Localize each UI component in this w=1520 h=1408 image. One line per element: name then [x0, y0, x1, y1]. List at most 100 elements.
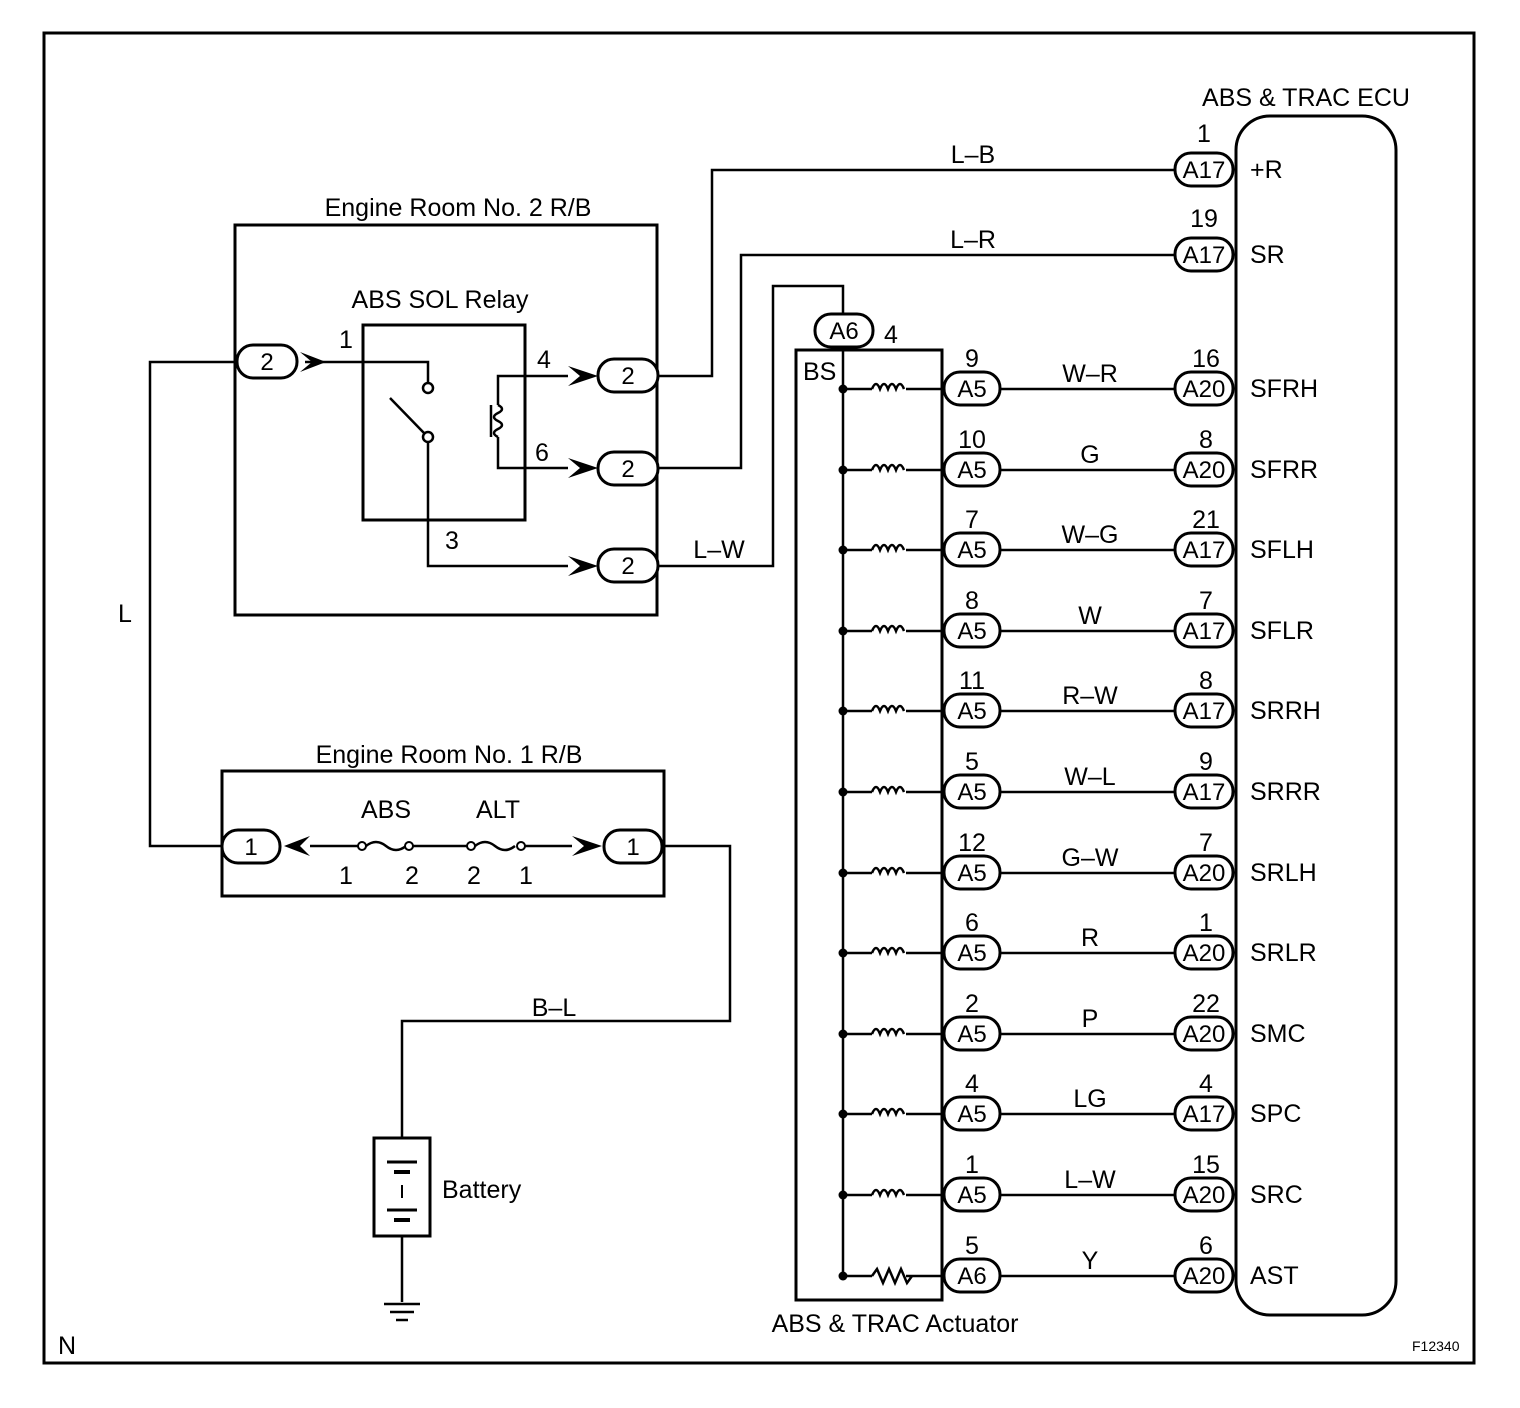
- wire-color-label: Y: [1082, 1247, 1099, 1275]
- relay-pin-4: 4: [537, 346, 551, 374]
- wire-color-label: W–R: [1062, 360, 1118, 388]
- ecu-connector-label: A20: [1183, 1263, 1226, 1290]
- svg-text:A17: A17: [1183, 157, 1226, 184]
- ecu-terminal-label: SFRH: [1250, 375, 1318, 403]
- chevron-left-icon: [284, 836, 310, 856]
- ecu-terminal-label: SMC: [1250, 1020, 1306, 1048]
- wire-color-label: LG: [1073, 1085, 1106, 1113]
- ecu-connector: [1173, 1095, 1235, 1132]
- ecu-connector-label: A20: [1183, 1021, 1226, 1048]
- wire-label-b-l: B–L: [532, 994, 577, 1022]
- wire-color-label: G: [1080, 441, 1099, 469]
- ecu-connector-label: A20: [1183, 860, 1226, 887]
- abs-trac-actuator: ABS & TRAC Actuator A6 4 BS A59W–RA2016S…: [772, 312, 1321, 1338]
- solenoid-coil-icon: [870, 946, 906, 957]
- ecu-terminal-label: AST: [1250, 1262, 1299, 1290]
- ecu-terminal-label: SFLH: [1250, 536, 1314, 564]
- svg-text:1: 1: [626, 834, 639, 861]
- actuator-pin: 9: [965, 345, 979, 373]
- ecu-connector: [1173, 612, 1235, 649]
- fuse-alt-pin-2: 2: [467, 862, 481, 890]
- actuator-circuits: A59W–RA2016SFRHA510GA208SFRRA57W–GA1721S…: [838, 345, 1321, 1294]
- ecu-connector: [1173, 451, 1235, 488]
- actuator-pin: 5: [965, 1232, 979, 1260]
- solenoid-coil-icon: [870, 382, 906, 393]
- actuator-pin: 4: [965, 1070, 979, 1098]
- ecu-pin: 8: [1199, 426, 1213, 454]
- svg-text:1: 1: [244, 834, 257, 861]
- ecu-box: [1234, 114, 1398, 1317]
- battery-label: Battery: [442, 1176, 522, 1204]
- ecu-terminal-label: SRRR: [1250, 778, 1321, 806]
- diagram-frame: [42, 31, 1476, 1365]
- abs-sol-relay-box: [361, 323, 527, 522]
- actuator-pin: 7: [965, 506, 979, 534]
- svg-text:2: 2: [621, 363, 634, 390]
- fuse-alt-label: ALT: [476, 796, 520, 824]
- svg-text:2: 2: [260, 349, 273, 376]
- wire-label-l: L: [118, 600, 132, 628]
- resistor-icon: [870, 1265, 914, 1287]
- actuator-pin: 12: [958, 829, 986, 857]
- actuator-pin: 1: [965, 1151, 979, 1179]
- ecu-connector: [1173, 692, 1235, 729]
- actuator-connector-label: A5: [957, 779, 986, 806]
- actuator-pin: 11: [959, 667, 985, 695]
- ecu-terminal-sr: SR: [1250, 241, 1285, 269]
- engine-room-1-label: Engine Room No. 1 R/B: [316, 741, 583, 769]
- ecu-pin: 9: [1199, 748, 1213, 776]
- ground-icon: [384, 1302, 420, 1322]
- solenoid-coil-icon: [870, 785, 906, 796]
- ecu-connector-label: A20: [1183, 376, 1226, 403]
- engine-room-1-box: [220, 769, 666, 898]
- actuator-connector-label: A5: [957, 1182, 986, 1209]
- corner-label-n: N: [58, 1332, 76, 1360]
- engine-room-2-rb: Engine Room No. 2 R/B ABS SOL Relay 1 4 …: [233, 194, 660, 617]
- chevron-right-icon: [568, 458, 598, 478]
- ecu-connector-plus-r: [1173, 151, 1235, 188]
- actuator-bs-pin: 4: [884, 321, 898, 349]
- ecu-connector: [1173, 934, 1235, 971]
- fuse-right-connector: [602, 828, 664, 865]
- ecu-pin: 6: [1199, 1232, 1213, 1260]
- ecu-pin: 21: [1192, 506, 1220, 534]
- actuator-pin: 6: [965, 909, 979, 937]
- actuator-bs-label: BS: [803, 358, 836, 386]
- ecu-connector-sr: [1173, 236, 1235, 273]
- wire-color-label: R–W: [1062, 682, 1118, 710]
- solenoid-coil-icon: [870, 1107, 906, 1118]
- actuator-connector-label: A5: [957, 457, 986, 484]
- wire-color-label: L–W: [1064, 1166, 1116, 1194]
- solenoid-coil-icon: [870, 624, 906, 635]
- ecu-connector-label: A20: [1183, 457, 1226, 484]
- ecu-connector: [1173, 854, 1235, 891]
- wire-color-label: P: [1082, 1005, 1099, 1033]
- relay-pin-1: 1: [339, 326, 353, 354]
- actuator-connector-label: A5: [957, 618, 986, 645]
- ecu-pin: 4: [1199, 1070, 1213, 1098]
- wire-label-l-b: L–B: [951, 141, 995, 169]
- ecu-label: ABS & TRAC ECU: [1202, 84, 1410, 112]
- ecu-terminal-label: SPC: [1250, 1100, 1301, 1128]
- engine-room-2-label: Engine Room No. 2 R/B: [325, 194, 592, 222]
- svg-text:2: 2: [621, 456, 634, 483]
- ecu-terminal-plus-r: +R: [1250, 156, 1283, 184]
- wire-label-l-r: L–R: [950, 226, 996, 254]
- ecu-connector-label: A20: [1183, 1182, 1226, 1209]
- actuator-connector-label: A6: [957, 1263, 986, 1290]
- svg-text:A6: A6: [829, 318, 858, 345]
- ecu-connector: [1173, 370, 1235, 407]
- fuse-alt-pin-1: 1: [519, 862, 533, 890]
- actuator-pin: 5: [965, 748, 979, 776]
- ecu-connector: [1173, 773, 1235, 810]
- solenoid-coil-icon: [870, 866, 906, 877]
- ecu-terminal-label: SRC: [1250, 1181, 1303, 1209]
- figure-id: F12340: [1412, 1338, 1460, 1354]
- wire-color-label: W–G: [1062, 521, 1119, 549]
- ecu-pin-plus-r: 1: [1197, 120, 1211, 148]
- ecu-pin: 7: [1199, 587, 1213, 615]
- ecu-connector-label: A17: [1183, 698, 1226, 725]
- actuator-pin: 10: [958, 426, 986, 454]
- ecu-connector: [1173, 1257, 1235, 1294]
- chevron-right-icon: [568, 556, 598, 576]
